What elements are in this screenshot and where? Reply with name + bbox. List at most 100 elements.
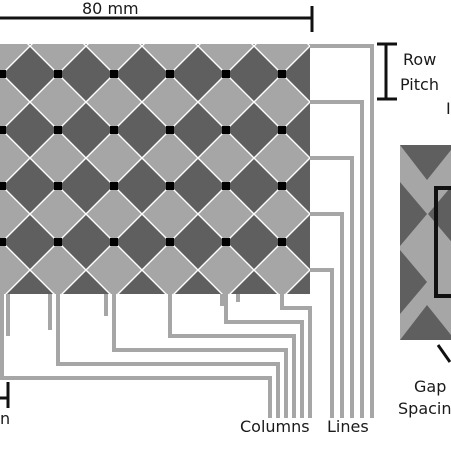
row-bridge (0, 70, 6, 78)
row-pad (171, 215, 225, 269)
row-bridge (278, 70, 286, 78)
column-pad (255, 131, 309, 185)
row-pad (0, 0, 1, 45)
row-bridge (334, 182, 342, 190)
line-trace (310, 156, 354, 418)
row-bridge (54, 126, 62, 134)
column-pad (199, 243, 253, 294)
row-pad (59, 327, 113, 381)
row-pad (115, 327, 169, 381)
row-bridge (278, 182, 286, 190)
column-pad (0, 187, 29, 241)
gap-label: Gap (414, 377, 447, 396)
row-pad (197, 44, 199, 45)
row-bridge (166, 238, 174, 246)
row-bridge (334, 14, 342, 22)
row-pad (7, 271, 53, 294)
row-bridge (278, 126, 286, 134)
columns-label: Columns (240, 417, 310, 436)
row-pad (63, 271, 109, 294)
partial-right-label: I (446, 99, 451, 118)
column-pad (31, 131, 85, 185)
column-trace (168, 294, 296, 418)
row-pad (59, 159, 113, 213)
column-trace (112, 294, 288, 418)
row-bridge (166, 70, 174, 78)
row-bridge (54, 182, 62, 190)
lines-label: Lines (327, 417, 369, 436)
column-pad (255, 243, 309, 294)
width-dimension (0, 6, 314, 32)
row-pad (227, 159, 281, 213)
gap-spacing-detail (400, 145, 451, 363)
row-pad (283, 159, 310, 213)
column-pad (143, 131, 197, 185)
row-pitch-bracket (377, 42, 397, 101)
row-pad (227, 215, 281, 269)
row-pad (3, 215, 57, 269)
electrode-grid (0, 0, 365, 381)
pitch-label: Pitch (400, 75, 439, 94)
row-pad (59, 215, 113, 269)
row-bridge (334, 70, 342, 78)
row-bridge (222, 126, 230, 134)
column-pad (87, 187, 141, 241)
spacing-label: Spacing (398, 399, 451, 418)
row-pad (3, 327, 57, 381)
column-trace (280, 294, 312, 418)
row-pad (171, 159, 225, 213)
row-pad (231, 271, 277, 294)
line-trace (310, 268, 334, 418)
row-bridge (54, 70, 62, 78)
column-pad (143, 44, 197, 73)
column-pad (143, 187, 197, 241)
row-pad (141, 44, 143, 45)
column-pad (311, 299, 365, 353)
left-dimension-tick (0, 382, 10, 408)
row-bridge (54, 238, 62, 246)
row-pad (171, 103, 225, 157)
row-pad (59, 103, 113, 157)
row-pad (115, 215, 169, 269)
column-pad (199, 75, 253, 129)
row-pad (283, 47, 310, 101)
column-pad (255, 75, 309, 129)
column-pad (0, 243, 29, 294)
row-pad (3, 159, 57, 213)
row-bridge (222, 238, 230, 246)
row-pad (119, 271, 165, 294)
row-bridge (110, 238, 118, 246)
column-pad (87, 44, 141, 73)
row-pad (287, 271, 310, 294)
row-pad (115, 103, 169, 157)
column-pad (87, 243, 141, 294)
column-pad (143, 243, 197, 294)
column-trace (0, 294, 272, 418)
row-pad (3, 47, 57, 101)
column-trace (56, 294, 280, 418)
row-bridge (222, 70, 230, 78)
column-traces (0, 294, 312, 418)
row-label: Row (403, 50, 437, 69)
row-pad (115, 47, 169, 101)
row-pad (283, 215, 310, 269)
row-pad (253, 44, 255, 45)
column-pad (0, 75, 29, 129)
column-pad (31, 243, 85, 294)
row-bridge (0, 182, 6, 190)
row-pad (115, 159, 169, 213)
column-pad (143, 75, 197, 129)
column-pad (199, 44, 253, 73)
partial-left-label: n (0, 409, 11, 428)
line-trace (310, 44, 374, 418)
row-bridge (110, 182, 118, 190)
line-traces (310, 44, 374, 418)
column-pad (31, 187, 85, 241)
row-pad (29, 44, 31, 45)
row-pad (3, 103, 57, 157)
column-pad (87, 131, 141, 185)
column-trace (224, 294, 304, 418)
row-bridge (166, 126, 174, 134)
row-pad (59, 47, 113, 101)
